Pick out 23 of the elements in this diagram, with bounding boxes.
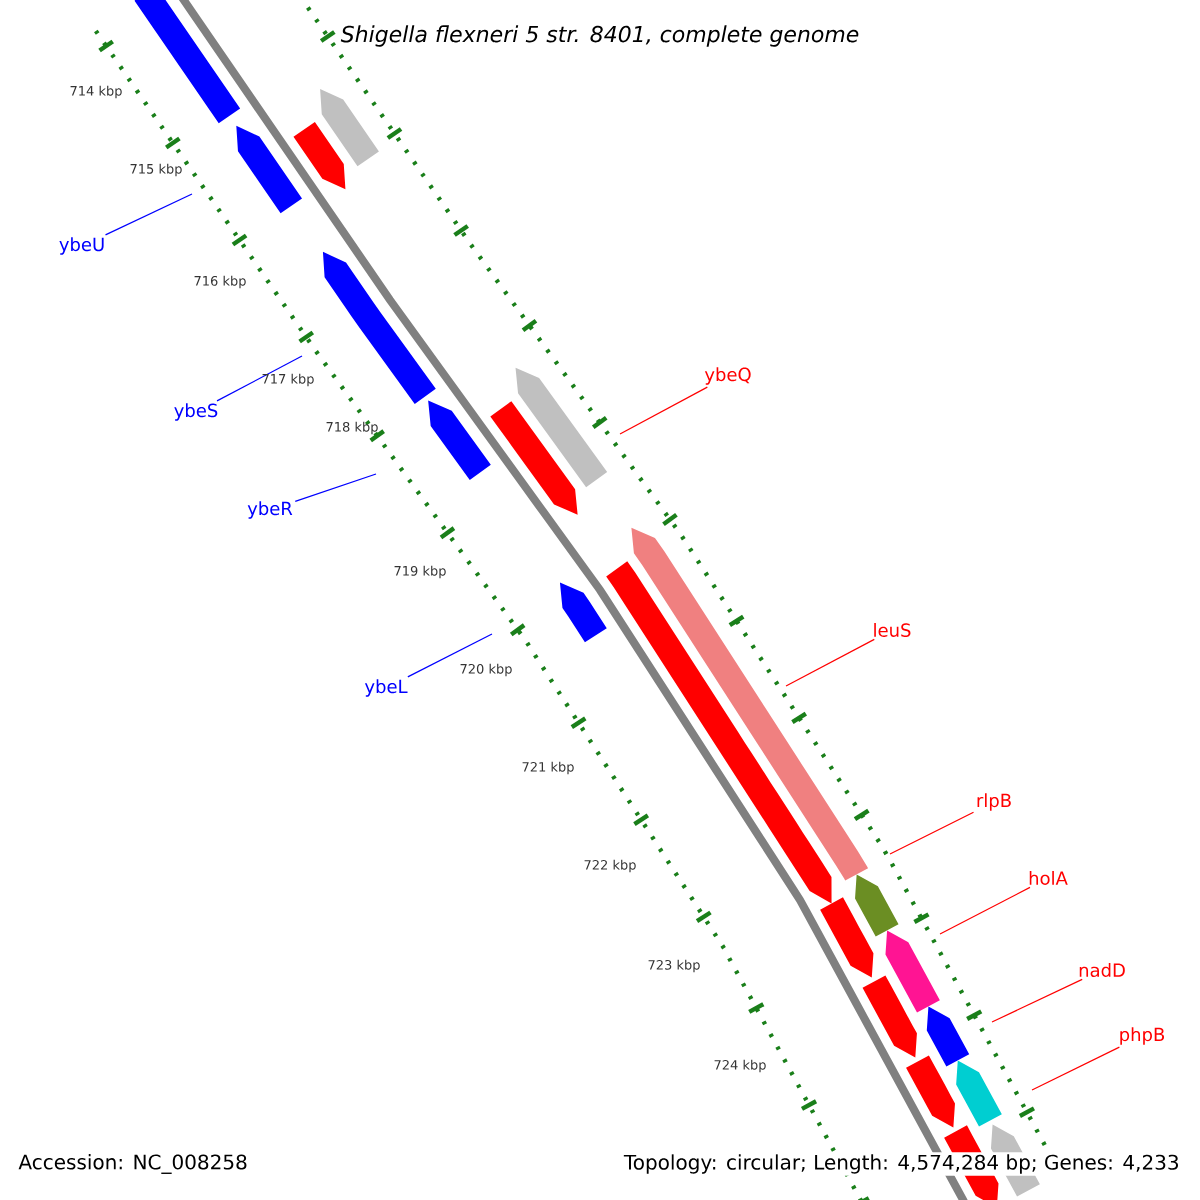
gene-label: nadD [1079, 963, 1125, 977]
leader-line [407, 633, 493, 678]
leader-line [216, 355, 303, 402]
leader-line [889, 811, 975, 855]
leader-line [785, 638, 875, 687]
leader-line [991, 978, 1083, 1023]
genome-info-text: Topology: circular; Length: 4,574,284 bp; Genes: 4,233 [623, 1154, 1178, 1174]
leader-line [294, 473, 377, 503]
gene-label: holA [1029, 871, 1068, 885]
gene-label: ybeU [59, 237, 104, 255]
gene-label: leuS [874, 623, 911, 637]
gene-label: ybeQ [704, 367, 751, 385]
accession-text: Accession: NC_008258 [18, 1154, 247, 1174]
leader-line [939, 886, 1031, 935]
gene-label: ybeS [174, 403, 218, 421]
gene-label: ybeL [364, 679, 408, 697]
gene-label: phpB [1120, 1027, 1165, 1045]
gene-label: ybeR [247, 501, 293, 519]
leader-line [1031, 1046, 1120, 1091]
gene-label: rlpB [977, 793, 1011, 811]
leader-line [619, 386, 708, 435]
leader-line [104, 193, 193, 236]
title: Shigella flexneri 5 str. 8401, complete genome [340, 25, 859, 47]
